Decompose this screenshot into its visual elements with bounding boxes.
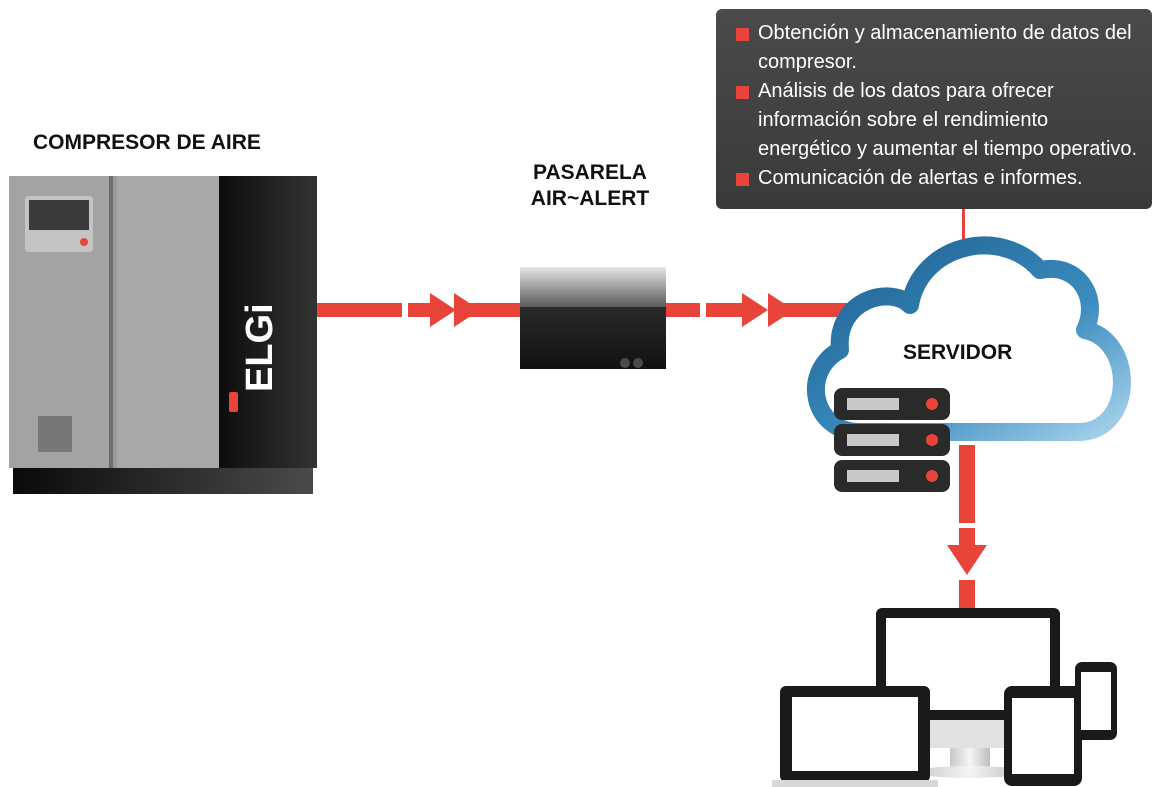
list-item-text: Obtención y almacenamiento de datos del … bbox=[758, 22, 1132, 73]
arrow-compressor-to-gateway bbox=[317, 293, 520, 327]
gateway-label-line2: AIR~ALERT bbox=[530, 187, 650, 210]
gateway-label: PASARELA AIR~ALERT bbox=[520, 160, 660, 212]
info-connector-line bbox=[962, 209, 965, 241]
server-functions-list: Obtención y almacenamiento de datos del … bbox=[734, 19, 1140, 193]
cloud-icon bbox=[807, 236, 1131, 441]
list-item-text: Comunicación de alertas e informes. bbox=[758, 167, 1083, 189]
gateway-label-line1: PASARELA bbox=[533, 161, 647, 184]
list-item: Análisis de los datos para ofrecer infor… bbox=[734, 77, 1140, 164]
list-item: Obtención y almacenamiento de datos del … bbox=[734, 19, 1140, 77]
server-stack-icon bbox=[834, 388, 950, 492]
compressor-label: COMPRESOR DE AIRE bbox=[33, 131, 261, 154]
server-functions-box: Obtención y almacenamiento de datos del … bbox=[716, 9, 1152, 209]
devices-icon bbox=[772, 608, 1117, 787]
elgi-logo: ELGi bbox=[239, 303, 281, 392]
list-item-text: Análisis de los datos para ofrecer infor… bbox=[758, 80, 1138, 160]
arrow-cloud-to-devices bbox=[947, 445, 987, 608]
bullet-square-icon bbox=[736, 86, 749, 99]
compressor-icon: ELGi bbox=[9, 176, 317, 494]
arrow-gateway-to-cloud bbox=[666, 293, 864, 327]
gateway-device-icon bbox=[520, 267, 666, 369]
bullet-square-icon bbox=[736, 173, 749, 186]
server-label: SERVIDOR bbox=[903, 341, 1013, 364]
list-item: Comunicación de alertas e informes. bbox=[734, 164, 1140, 193]
bullet-square-icon bbox=[736, 28, 749, 41]
